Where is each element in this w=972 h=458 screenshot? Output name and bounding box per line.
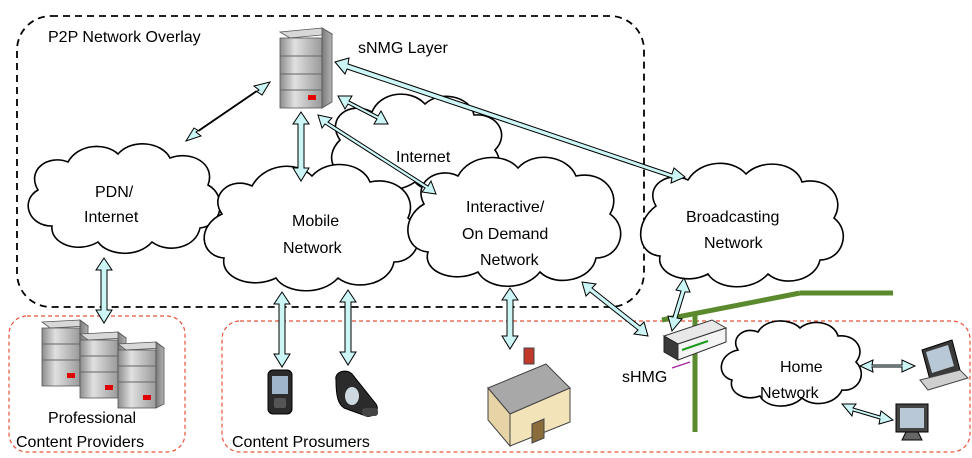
- broadcast-label-line1: Broadcasting: [686, 209, 779, 226]
- interactive-label-line1: Interactive/: [466, 199, 545, 216]
- monitor-icon: [895, 403, 929, 441]
- broadcast-label-line2: Network: [704, 235, 764, 252]
- mobile-phone-icon: [267, 369, 293, 415]
- cloud-interactive-network: [407, 156, 622, 288]
- home-label-line1: Home: [780, 359, 823, 376]
- interactive-label-line2: On Demand: [462, 226, 548, 243]
- cloud-broadcasting-network: [639, 162, 845, 288]
- overlay-label: P2P Network Overlay: [48, 29, 201, 46]
- prosumers-region: [221, 320, 971, 453]
- providers-label-line1: Professional: [48, 410, 136, 427]
- prosumers-label: Content Prosumers: [232, 434, 370, 451]
- providers-label-line2: Content Providers: [16, 434, 144, 451]
- home-label-line2: Network: [760, 385, 820, 402]
- arrows: [95, 57, 917, 425]
- provider-servers-icon: [40, 319, 166, 409]
- mobile-label-line2: Network: [283, 240, 343, 257]
- house-icon: [487, 347, 571, 448]
- cloud-home-network: [720, 320, 862, 407]
- snmg-label: sNMG Layer: [358, 40, 448, 57]
- cloud-mobile-network: [203, 163, 420, 292]
- pdn-label-line2: Internet: [84, 209, 139, 226]
- providers-region: [8, 315, 186, 453]
- shmg-label: sHMG: [622, 369, 667, 386]
- laptop-icon: [919, 339, 969, 391]
- pdn-label-line1: PDN/: [95, 184, 134, 201]
- internet-top-label: Internet: [396, 149, 451, 166]
- snmg-server-icon: [278, 27, 334, 109]
- mobile-label-line1: Mobile: [292, 213, 339, 230]
- shmg-gateway-icon: [662, 319, 728, 369]
- interactive-label-line3: Network: [480, 252, 540, 269]
- p2p-overlay-border: [16, 15, 645, 308]
- flip-phone-icon: [335, 370, 378, 417]
